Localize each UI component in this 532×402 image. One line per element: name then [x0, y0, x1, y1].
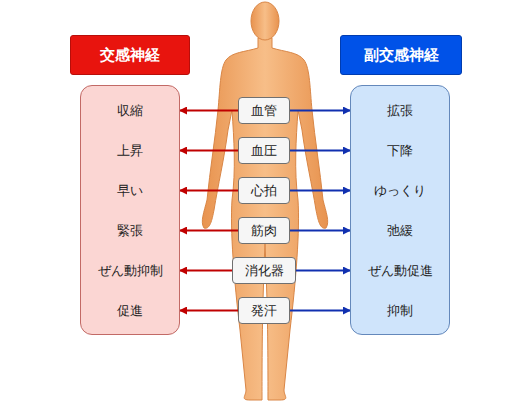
effect-arrow: [290, 230, 350, 232]
effect-label: 緊張: [81, 211, 179, 251]
organ-label: 心拍: [251, 182, 277, 200]
effect-arrow: [290, 110, 350, 112]
effect-arrow: [180, 190, 238, 192]
effect-arrow: [180, 150, 238, 152]
effect-label: 下降: [351, 131, 449, 171]
organ-box: 発汗: [238, 297, 290, 324]
organ-label: 血圧: [251, 142, 277, 160]
effect-arrow: [180, 110, 238, 112]
sympathetic-title: 交感神経: [70, 35, 190, 75]
effect-label: ゆっくり: [351, 171, 449, 211]
head-silhouette: [251, 2, 279, 40]
effect-label: 抑制: [351, 291, 449, 331]
parasympathetic-panel: 拡張下降ゆっくり弛緩ぜん動促進抑制: [350, 85, 450, 335]
effect-label: 上昇: [81, 131, 179, 171]
effect-arrow: [296, 270, 350, 272]
effect-label: 弛緩: [351, 211, 449, 251]
effect-label: 早い: [81, 171, 179, 211]
organ-label: 消化器: [245, 262, 284, 280]
body-silhouette: [202, 38, 327, 400]
organ-label: 筋肉: [251, 222, 277, 240]
parasympathetic-title: 副交感神経: [340, 35, 462, 75]
effect-arrow: [180, 270, 232, 272]
organ-box: 血管: [238, 97, 290, 124]
organ-box: 心拍: [238, 177, 290, 204]
effect-arrow: [180, 310, 238, 312]
organ-label: 発汗: [251, 302, 277, 320]
organ-box: 筋肉: [238, 217, 290, 244]
effect-label: 促進: [81, 291, 179, 331]
sympathetic-panel: 収縮上昇早い緊張ぜん動抑制促進: [80, 85, 180, 335]
effect-label: 収縮: [81, 91, 179, 131]
effect-arrow: [290, 150, 350, 152]
organ-label: 血管: [251, 102, 277, 120]
organ-box: 消化器: [232, 257, 296, 284]
title-label: 交感神経: [100, 46, 160, 65]
organ-box: 血圧: [238, 137, 290, 164]
effect-arrow: [290, 310, 350, 312]
effect-arrow: [290, 190, 350, 192]
title-label: 副交感神経: [364, 46, 439, 65]
effect-label: ぜん動促進: [351, 251, 449, 291]
effect-label: 拡張: [351, 91, 449, 131]
effect-arrow: [180, 230, 238, 232]
effect-label: ぜん動抑制: [81, 251, 179, 291]
